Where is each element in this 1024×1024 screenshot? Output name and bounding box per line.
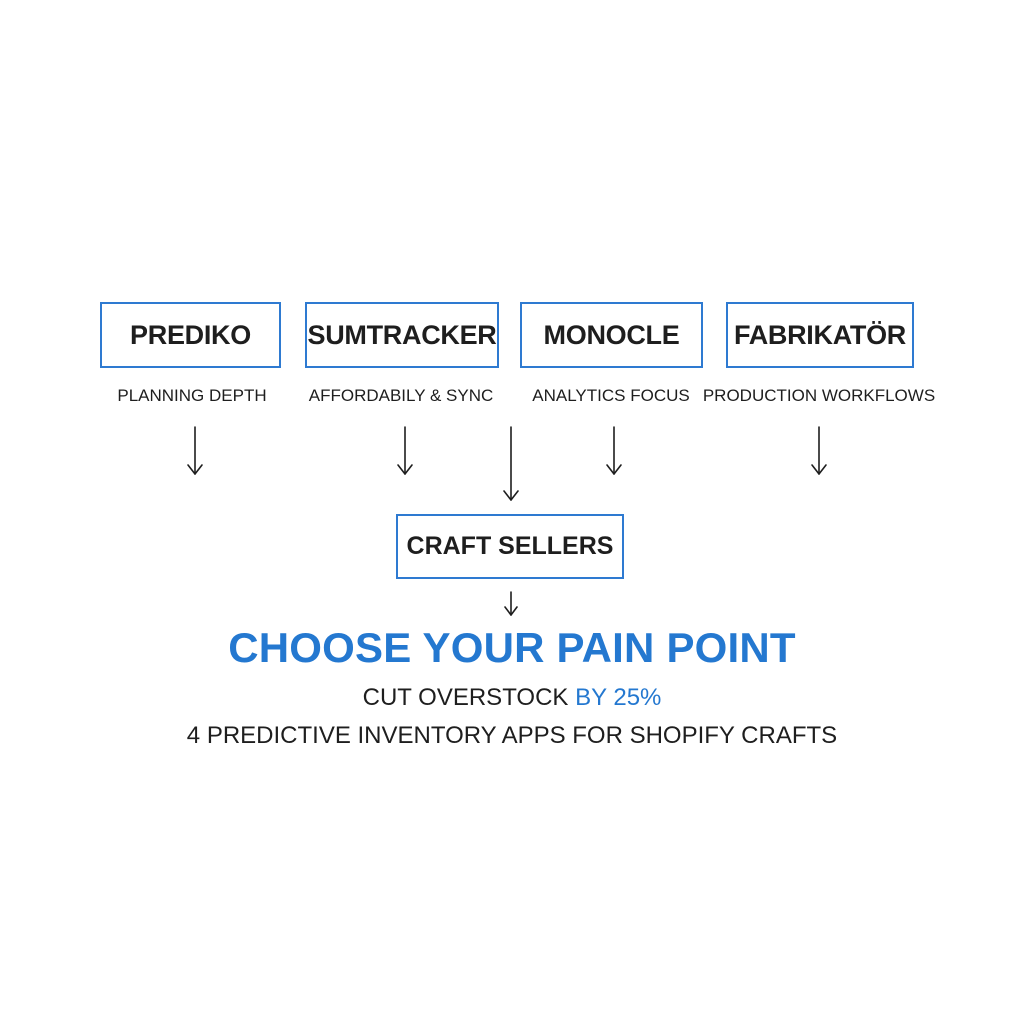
app-name: MONOCLE	[543, 319, 680, 350]
subline: CUT OVERSTOCK BY 25%	[0, 684, 1024, 712]
app-box-monocle: MONOCLE	[520, 302, 703, 368]
app-caption-sumtracker: AFFORDABILY & SYNC	[308, 386, 494, 405]
headline: CHOOSE YOUR PAIN POINT	[228, 624, 796, 671]
tagline: 4 PREDICTIVE INVENTORY APPS FOR SHOPIFY …	[186, 722, 838, 749]
subline-accent-word: BY	[575, 684, 607, 711]
subline-accent-value: 25%	[606, 684, 662, 711]
arrow-down-icon	[504, 591, 518, 616]
app-box-fabrikator: FABRIKATÖR	[726, 302, 914, 368]
arrow-down-icon	[397, 426, 413, 475]
arrow-down-icon	[606, 426, 622, 475]
arrow-down-icon	[503, 426, 519, 501]
target-label: CRAFT SELLERS	[406, 532, 614, 560]
app-name: FABRIKATÖR	[734, 319, 906, 350]
target-box-craft-sellers: CRAFT SELLERS	[396, 514, 624, 579]
arrow-down-icon	[187, 426, 203, 475]
app-box-sumtracker: SUMTRACKER	[305, 302, 499, 368]
subline-lead: CUT OVERSTOCK	[362, 684, 576, 711]
app-caption-monocle: ANALYTICS FOCUS	[532, 386, 690, 405]
app-caption-fabrikator: PRODUCTION WORKFLOWS	[702, 386, 936, 405]
app-caption-prediko: PLANNING DEPTH	[117, 386, 267, 405]
app-name: PREDIKO	[130, 319, 251, 350]
arrow-down-icon	[811, 426, 827, 475]
app-box-prediko: PREDIKO	[100, 302, 281, 368]
app-name: SUMTRACKER	[307, 319, 497, 350]
